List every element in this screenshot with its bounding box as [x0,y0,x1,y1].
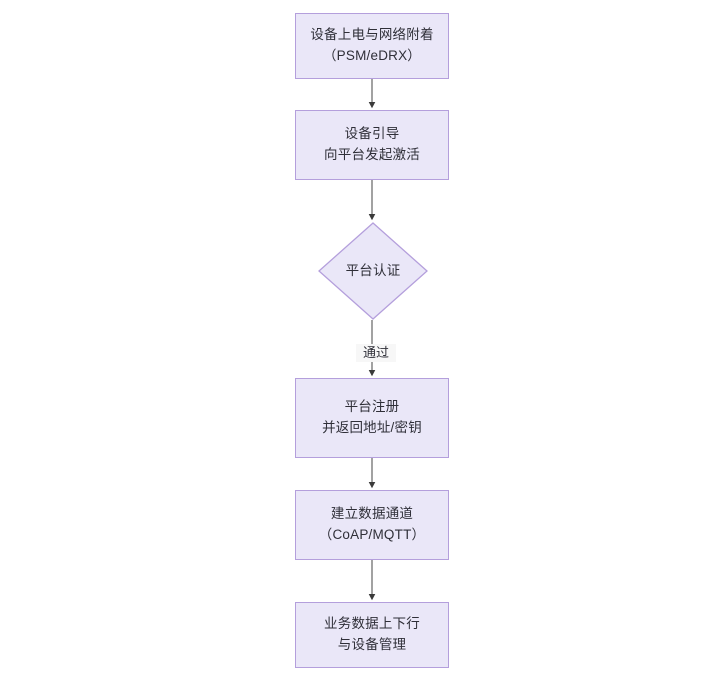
node-data-channel[interactable]: 建立数据通道 （CoAP/MQTT） [295,490,449,560]
node-platform-auth[interactable]: 平台认证 [318,222,428,320]
node-power-on[interactable]: 设备上电与网络附着 （PSM/eDRX） [295,13,449,79]
node-platform-auth-label: 平台认证 [345,262,401,278]
edge-label-pass-text: 通过 [362,345,389,360]
node-business-data-label: 业务数据上下行 与设备管理 [324,616,420,652]
node-platform-register[interactable]: 平台注册 并返回地址/密钥 [295,378,449,458]
node-bootstrap[interactable]: 设备引导 向平台发起激活 [295,110,449,180]
edge-label-pass: 通过 [356,344,396,362]
node-data-channel-label: 建立数据通道 （CoAP/MQTT） [318,506,426,542]
node-platform-register-label: 平台注册 并返回地址/密钥 [322,399,422,435]
node-power-on-label: 设备上电与网络附着 （PSM/eDRX） [310,27,434,63]
diamond-shape-icon [318,222,428,320]
node-bootstrap-label: 设备引导 向平台发起激活 [324,126,420,162]
node-business-data[interactable]: 业务数据上下行 与设备管理 [295,602,449,668]
